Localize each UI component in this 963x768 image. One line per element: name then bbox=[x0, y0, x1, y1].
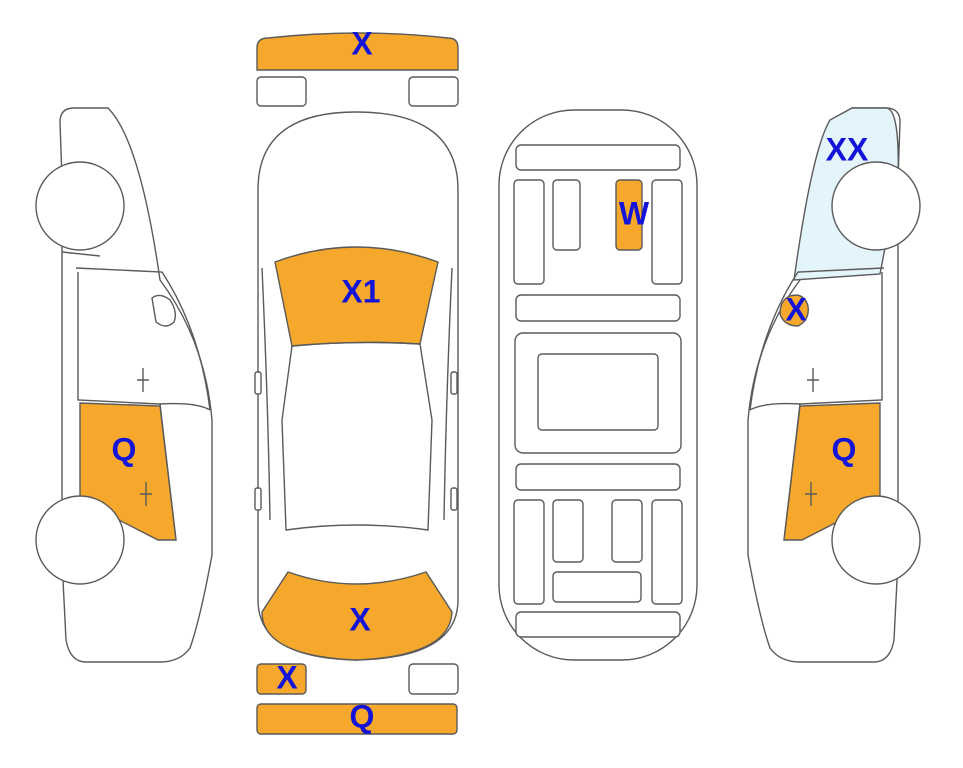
left-window-line bbox=[75, 267, 211, 411]
underbody-front-panel bbox=[515, 144, 681, 171]
top-view: X X1 X X Q bbox=[254, 25, 459, 735]
right-mirror-damage bbox=[779, 294, 809, 327]
right-rear-handle-top bbox=[450, 487, 458, 511]
roof-code: W bbox=[619, 195, 650, 231]
right-front-door-handle-icon bbox=[807, 368, 819, 392]
underbody-rear-panel bbox=[515, 611, 681, 638]
underbody-left-center-rail bbox=[552, 179, 581, 251]
front-left-light bbox=[256, 76, 307, 107]
cabin-outline bbox=[281, 341, 433, 531]
underbody-right-rear-rail bbox=[651, 499, 683, 605]
underbody-left-rear-rail bbox=[513, 499, 545, 605]
right-front-wheel bbox=[831, 161, 921, 251]
front-bumper-code: X bbox=[351, 25, 373, 61]
underbody-view: W bbox=[498, 109, 698, 661]
underbody-right-rear-center bbox=[611, 499, 643, 563]
trunk-lid-damage bbox=[261, 571, 453, 661]
underbody-tunnel bbox=[537, 353, 659, 431]
left-rear-door-code: Q bbox=[112, 431, 137, 467]
rear-right-light bbox=[408, 663, 459, 695]
underbody-crossmember-1 bbox=[515, 294, 681, 322]
underbody-crossmember-2 bbox=[515, 463, 681, 491]
right-rear-glass-code: XX bbox=[826, 131, 869, 167]
underbody-rear-crossmember bbox=[552, 571, 642, 603]
right-mirror-code: X bbox=[785, 291, 807, 327]
roof-damage bbox=[615, 179, 643, 251]
front-bumper-damage bbox=[256, 32, 459, 71]
right-mirror-top bbox=[450, 371, 458, 395]
right-a-pillar bbox=[443, 267, 453, 521]
rear-left-light-code: X bbox=[276, 659, 298, 695]
left-rear-handle-top bbox=[254, 487, 262, 511]
right-side-view: XX X Q bbox=[747, 107, 921, 663]
rear-bumper-code: Q bbox=[350, 698, 375, 734]
left-mirror-top bbox=[254, 371, 262, 395]
underbody-left-rear-center bbox=[552, 499, 584, 563]
left-rear-wheel bbox=[35, 495, 125, 585]
rear-left-light-damage bbox=[256, 663, 307, 695]
front-right-light bbox=[408, 76, 459, 107]
left-front-door-handle-icon bbox=[137, 368, 149, 392]
right-rear-wheel bbox=[831, 495, 921, 585]
rear-bumper-damage bbox=[256, 703, 458, 735]
right-rear-door-code: Q bbox=[832, 431, 857, 467]
underbody-left-front-rail bbox=[513, 179, 545, 285]
right-window-line bbox=[749, 267, 885, 411]
left-mirror bbox=[151, 294, 177, 327]
left-side-view: Q bbox=[35, 107, 213, 663]
right-rear-door-handle-icon bbox=[805, 482, 817, 506]
hood-code: X1 bbox=[341, 273, 380, 309]
left-a-pillar bbox=[261, 267, 271, 521]
left-rear-door-handle-icon bbox=[140, 482, 152, 506]
trunk-lid-code: X bbox=[349, 601, 371, 637]
left-front-wheel bbox=[35, 161, 125, 251]
underbody-right-front-rail bbox=[651, 179, 683, 285]
